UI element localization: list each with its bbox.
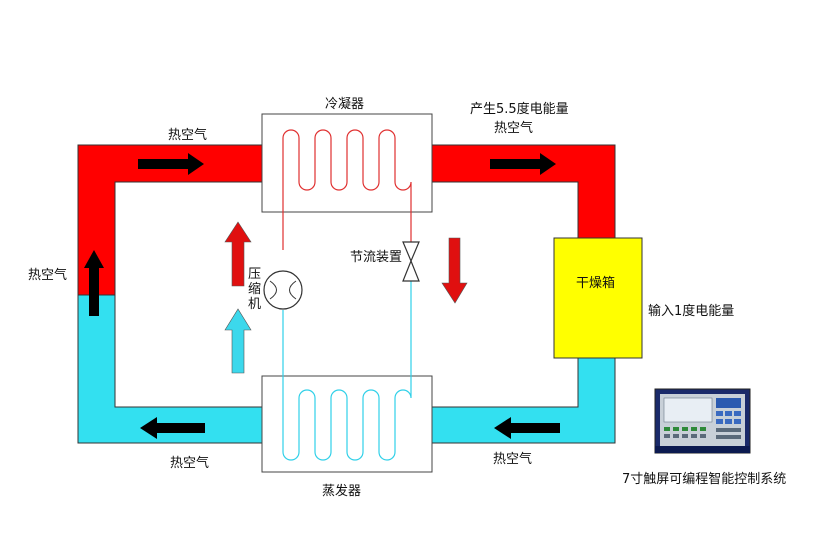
hot-air-label-left: 热空气 — [28, 268, 68, 283]
arrow-right-top-right — [490, 153, 556, 175]
compressor-inner-arcs — [269, 280, 297, 300]
dryer-box — [553, 237, 643, 359]
control-system-label: 7寸触屏可编程智能控制系统 — [622, 472, 787, 487]
control-panel-image — [654, 388, 751, 454]
arrow-right-top-left — [138, 153, 204, 175]
arrow-up-cold-refrigerant — [224, 308, 252, 374]
throttle-valve-icon — [402, 241, 420, 282]
hot-air-label-bottom-left: 热空气 — [170, 456, 210, 471]
compressor-label: 压缩机 — [248, 267, 262, 312]
energy-output-label: 产生5.5度电能量 — [470, 102, 569, 117]
hot-air-label-top-right: 热空气 — [494, 121, 534, 136]
condenser-coil — [282, 129, 412, 250]
arrow-down-throttle-flow — [441, 237, 468, 304]
arrow-left-bottom-left — [140, 417, 205, 439]
arrow-left-bottom-right — [494, 417, 560, 439]
arrow-up-left — [84, 250, 104, 316]
condenser-label: 冷凝器 — [325, 97, 365, 112]
energy-input-label: 输入1度电能量 — [648, 304, 735, 319]
evaporator-label: 蒸发器 — [322, 484, 362, 499]
compressor-symbol — [263, 270, 303, 310]
evaporator-coil — [282, 281, 412, 461]
arrow-up-hot-refrigerant — [224, 221, 252, 287]
hot-air-label-top-left: 热空气 — [168, 128, 208, 143]
throttle-label: 节流装置 — [350, 250, 403, 265]
hot-air-label-bottom-right: 热空气 — [493, 452, 533, 467]
dryer-label: 干燥箱 — [576, 276, 616, 291]
